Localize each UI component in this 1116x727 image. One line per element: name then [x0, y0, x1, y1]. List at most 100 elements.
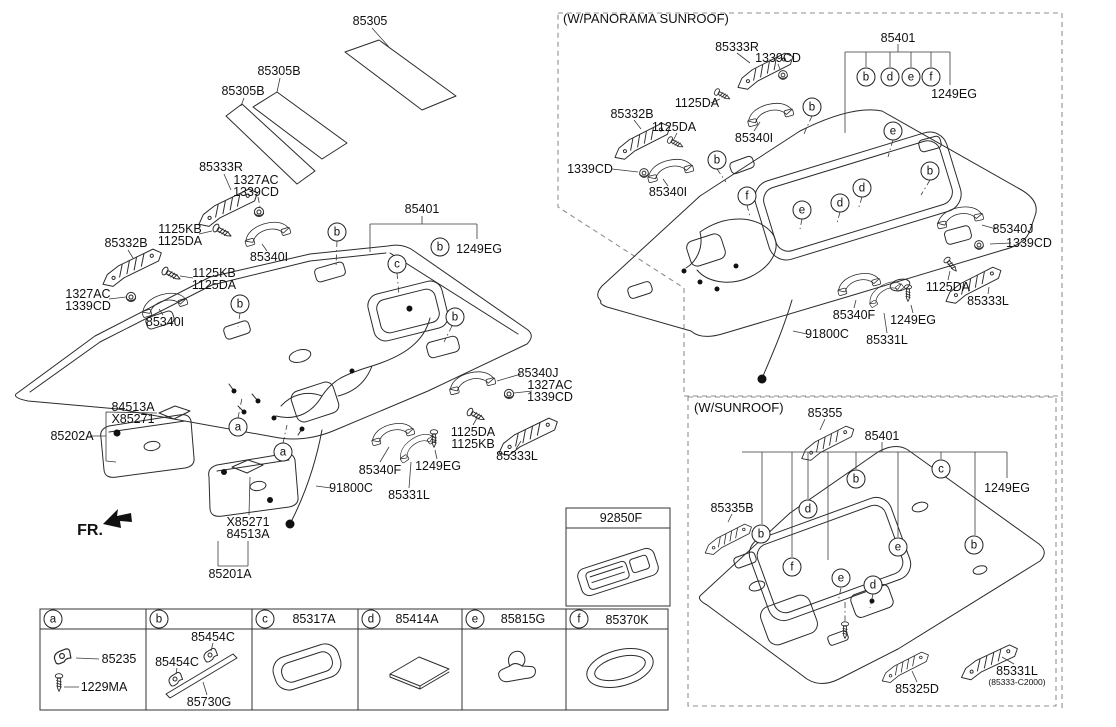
headliner-main [15, 244, 532, 529]
part-label: 85815G [500, 611, 546, 626]
callout-b: b [846, 469, 866, 489]
callout-e: e [831, 568, 851, 588]
callout-e: e [792, 200, 812, 220]
callout-f: f [921, 67, 941, 87]
part-label: 1125DA [651, 119, 697, 134]
part-label: 85305 [352, 13, 388, 28]
part-label: 85730G [186, 694, 232, 709]
callout-e: e [901, 67, 921, 87]
part-label: 85332B [610, 106, 654, 121]
part-label: 1339CD [567, 161, 613, 176]
part-label: 1339CD [65, 298, 111, 313]
part-label: 85333L [967, 293, 1009, 308]
part-label: 85317A [292, 611, 336, 626]
legend-table-parts [52, 643, 654, 699]
callout-d: d [361, 609, 381, 629]
part-label: 1327AC [233, 172, 279, 187]
part-label: 1125KB [158, 221, 202, 236]
part-label: 85331L [388, 487, 430, 502]
legend-table-grid [39, 608, 669, 711]
part-label: 85235 [101, 651, 137, 666]
part-label: 85401 [404, 201, 440, 216]
callout-b: b [964, 535, 984, 555]
sunroof-box-border [687, 396, 1057, 707]
part-label: 85454C [155, 654, 199, 669]
part-label: 1249EG [456, 241, 502, 256]
part-label: 84513A [111, 399, 155, 414]
part-label: 85340I [648, 184, 688, 199]
callout-b: b [430, 237, 450, 257]
part-label: 1125KB [192, 265, 236, 280]
sun-visors [100, 405, 299, 517]
callout-f: f [782, 557, 802, 577]
part-label: 85333R [715, 39, 759, 54]
panorama-box-border [557, 12, 1063, 397]
part-label: 85331L [996, 663, 1038, 678]
callout-c: c [387, 254, 407, 274]
part-label: 85454C [191, 629, 235, 644]
part-label: 1249EG [890, 312, 936, 327]
part-label: 85332B [104, 235, 148, 250]
part-label: 85331L [866, 332, 908, 347]
variant-box-borders [557, 12, 1063, 709]
part-label: 85340F [358, 462, 402, 477]
part-label: 1249EG [931, 86, 977, 101]
part-label: 1327AC [65, 286, 111, 301]
callout-c: c [255, 609, 275, 629]
callout-b: b [920, 161, 940, 181]
lamp-box-part-number: 92850F [599, 510, 643, 525]
part-label: 85305B [221, 83, 265, 98]
callout-e: e [883, 121, 903, 141]
headliner-sunroof [699, 446, 1045, 684]
part-label: 85325D [895, 681, 939, 696]
part-label: 85401 [880, 30, 916, 45]
callout-a: a [273, 442, 293, 462]
callout-d: d [798, 499, 818, 519]
callout-leader-lines [237, 63, 931, 621]
part-label: 1339CD [755, 50, 801, 65]
callout-b: b [856, 67, 876, 87]
part-label: 85340I [249, 249, 289, 264]
part-label: (85333-C2000) [988, 676, 1046, 687]
callout-e: e [888, 537, 908, 557]
callout-f: f [569, 609, 589, 629]
part-label: 1339CD [233, 184, 279, 199]
part-label: 85340J [517, 365, 559, 380]
part-label: 85340I [734, 130, 774, 145]
callout-b: b [445, 307, 465, 327]
part-label: 1339CD [527, 389, 573, 404]
callout-c: c [931, 459, 951, 479]
part-label: 85340I [145, 314, 185, 329]
headliner-panorama [597, 109, 1037, 384]
sunroof-box-title: (W/SUNROOF) [694, 400, 784, 415]
callout-d: d [863, 575, 883, 595]
lamp-drawing [577, 547, 659, 597]
part-label: 84513A [226, 526, 270, 541]
part-label: 1125DA [157, 233, 203, 248]
callout-a: a [43, 609, 63, 629]
part-label: 1125KB [451, 436, 495, 451]
part-label: 1327AC [527, 377, 573, 392]
part-label: X85271 [226, 514, 270, 529]
part-label: 1125DA [191, 277, 237, 292]
fr-indicator: FR. [77, 522, 103, 539]
callout-d: d [830, 193, 850, 213]
part-label: 85340F [832, 307, 876, 322]
callout-b: b [802, 97, 822, 117]
part-label: 1339CD [1006, 235, 1052, 250]
part-label: 85370K [605, 612, 649, 627]
part-label: 85202A [50, 428, 94, 443]
roof-panels [225, 39, 457, 185]
callout-a: a [228, 417, 248, 437]
callout-d: d [880, 67, 900, 87]
part-label: 1249EG [415, 458, 461, 473]
part-label: 85333L [496, 448, 538, 463]
part-label: 85414A [395, 611, 439, 626]
part-label: 1229MA [80, 679, 128, 694]
callout-b: b [149, 609, 169, 629]
part-label: 85401 [864, 428, 900, 443]
callout-e: e [465, 609, 485, 629]
callout-b: b [751, 524, 771, 544]
